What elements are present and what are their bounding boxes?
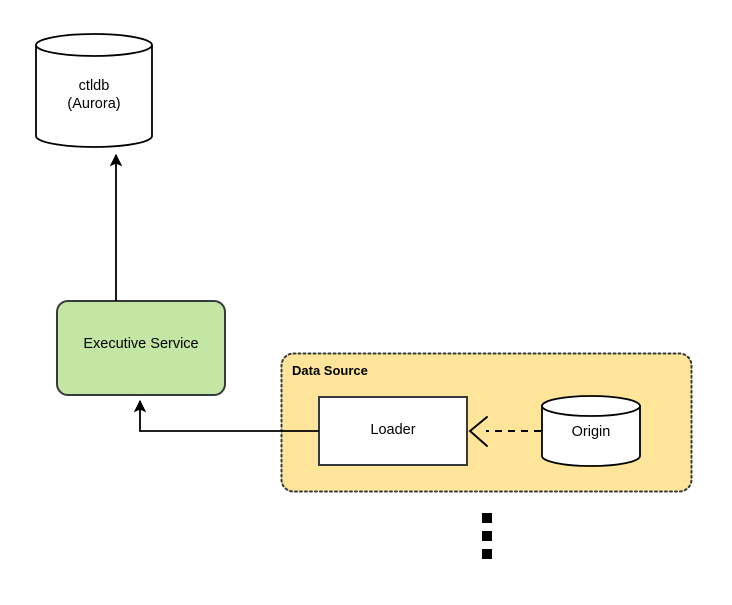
ctldb-cylinder-shape[interactable] — [35, 33, 153, 148]
loader-box[interactable] — [318, 396, 468, 466]
edge-origin-to-loader-arrowhead — [468, 416, 488, 447]
origin-cylinder-shape[interactable] — [541, 395, 641, 467]
more-data-sources-ellipsis-icon — [482, 513, 492, 559]
edge-loader-to-executive-service — [133, 399, 319, 432]
executive-service-box[interactable] — [56, 300, 226, 396]
